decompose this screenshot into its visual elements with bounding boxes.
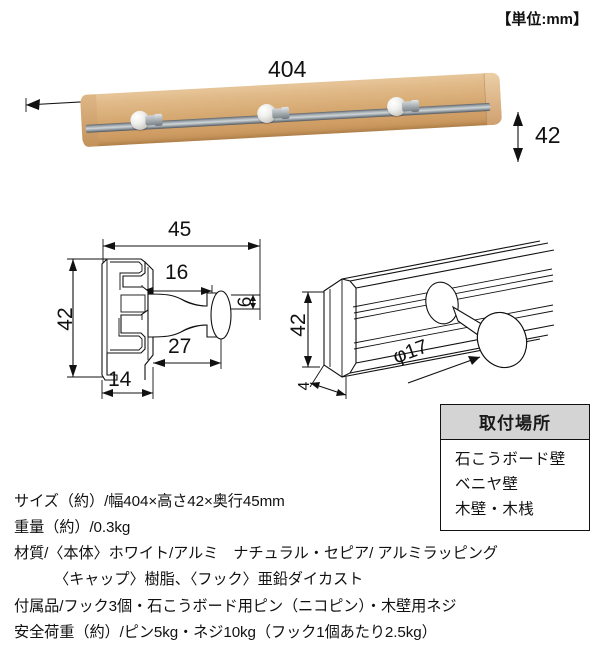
spec-line-material: 材質/〈本体〉ホワイト/アルミ ナチュラル・セピア/ アルミラッピング <box>14 545 498 563</box>
spec-line-size: サイズ（約）/幅404×高さ42×奥行45mm <box>14 493 285 510</box>
photo-width-dimension: 404 <box>268 56 307 82</box>
cross-hook-span-dimension: 16 <box>165 261 189 284</box>
hook-knob <box>256 103 290 126</box>
install-table-row: ベニヤ壁 <box>455 476 519 494</box>
isometric-view: 42 4 φ17 <box>287 240 555 420</box>
product-photo-section: 404 42 <box>0 50 600 195</box>
cross-section-drawing: 45 16 42 6 27 14 <box>54 215 315 415</box>
isometric-geometry <box>302 240 555 399</box>
iso-end-dimension: 4 <box>296 381 313 391</box>
specification-list: サイズ（約）/幅404×高さ42×奥行45mm 重量（約）/0.3kg 材質/〈… <box>14 489 498 646</box>
spec-line-weight: 重量（約）/0.3kg <box>14 519 131 537</box>
hook-knob <box>129 110 163 133</box>
spec-line-accessories: 付属品/フック3個・石こうボード用ピン（ニコピン）・木壁用ネジ <box>14 597 457 615</box>
rail-end-cap-right <box>483 72 503 126</box>
spec-line-material-cont: 〈キャップ〉樹脂、〈フック〉亜鉛ダイカスト <box>54 571 364 589</box>
cross-depth-dimension: 45 <box>168 218 192 241</box>
cross-body-depth-dimension: 14 <box>108 368 132 391</box>
spec-line-safe-load: 安全荷重（約）/ピン5kg・ネジ10kg（フック1個あたり2.5kg） <box>14 623 437 641</box>
cross-knob-thickness-dimension: 6 <box>235 296 256 308</box>
install-table-body: 石こうボード壁 ベニヤ壁 木壁・木桟 <box>441 440 589 530</box>
unit-note: 【単位:mm】 <box>496 11 588 28</box>
hook-knob <box>386 96 420 119</box>
install-table-row: 木壁・木桟 <box>455 501 535 519</box>
install-table-row: 石こうボード壁 <box>455 451 566 468</box>
cross-section-geometry <box>67 239 261 399</box>
cross-hook-projection-dimension: 27 <box>168 335 192 358</box>
install-location-table: 取付場所 石こうボード壁 ベニヤ壁 木壁・木桟 <box>440 404 590 532</box>
photo-height-dimension: 42 <box>535 122 561 148</box>
install-table-header: 取付場所 <box>441 405 589 440</box>
cross-height-dimension: 42 <box>54 307 77 331</box>
iso-height-dimension: 42 <box>287 313 310 337</box>
rail-end-cap-left <box>79 94 99 148</box>
